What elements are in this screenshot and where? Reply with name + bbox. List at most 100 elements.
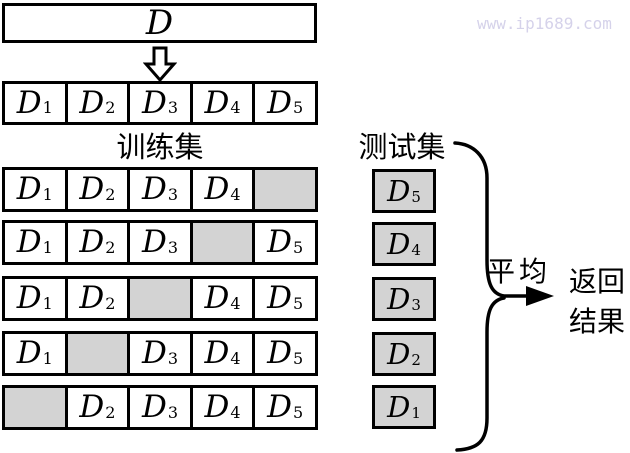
- cell-label: D: [387, 389, 411, 424]
- cell-label: D: [267, 224, 292, 260]
- cell-subscript: 3: [167, 185, 178, 204]
- cell-subscript: 3: [167, 238, 178, 257]
- return-result-line2: 结果: [568, 305, 625, 338]
- cell-subscript: 1: [42, 185, 53, 204]
- cell-subscript: 5: [293, 294, 304, 313]
- cell-label: D: [16, 171, 42, 207]
- held-out-cell: [127, 279, 190, 318]
- cell-subscript: 4: [230, 185, 241, 204]
- cell-label: D: [79, 171, 105, 207]
- cell-label: D: [204, 335, 230, 371]
- split-arrow-icon: [142, 46, 178, 87]
- watermark-text: www.ip1689.com: [477, 14, 612, 33]
- return-result-label: 返回 结果: [561, 262, 630, 342]
- cell-subscript: 4: [230, 98, 241, 117]
- cell-label: D: [141, 171, 167, 207]
- cell-label: D: [267, 280, 292, 316]
- cell-subscript: 5: [293, 349, 304, 368]
- cell-subscript: 1: [42, 349, 53, 368]
- train-set-label: 训练集: [116, 130, 204, 164]
- cell-label: D: [141, 224, 167, 260]
- held-out-cell: [5, 388, 65, 427]
- cell-subscript: 2: [105, 98, 116, 117]
- cell-subscript: 3: [167, 98, 178, 117]
- cell-label: D: [16, 335, 42, 371]
- cell-label: D: [387, 336, 411, 371]
- cell-label: D: [16, 224, 42, 260]
- cell-label: D: [79, 280, 105, 316]
- cell-subscript: 4: [411, 241, 421, 259]
- cell-subscript: 1: [42, 238, 53, 257]
- cell-label: D: [387, 226, 411, 261]
- cell-subscript: 3: [167, 349, 178, 368]
- cell-subscript: 1: [42, 98, 53, 117]
- cell-label: D: [79, 224, 105, 260]
- cell-subscript: 2: [105, 238, 116, 257]
- return-result-line1: 返回: [568, 265, 625, 298]
- cell-subscript: 2: [105, 185, 116, 204]
- cell-label: D: [204, 280, 230, 316]
- held-out-cell: [252, 170, 315, 209]
- dataset-box: D: [2, 3, 317, 43]
- cell-label: D: [267, 335, 292, 371]
- cell-subscript: 2: [411, 351, 421, 369]
- cell-subscript: 5: [293, 403, 304, 422]
- dataset-label: D: [145, 3, 174, 43]
- cell-subscript: 4: [230, 294, 241, 313]
- cell-label: D: [267, 389, 292, 425]
- test-set-label: 测试集: [358, 130, 446, 164]
- cell-label: D: [141, 84, 167, 121]
- cell-label: D: [141, 389, 167, 425]
- cell-label: D: [16, 280, 42, 316]
- cell-subscript: 4: [230, 403, 241, 422]
- cell-subscript: 1: [411, 404, 421, 422]
- cell-label: D: [204, 171, 230, 207]
- cell-label: D: [79, 389, 105, 425]
- cell-subscript: 5: [411, 188, 421, 206]
- cell-label: D: [204, 389, 230, 425]
- held-out-cell: [189, 223, 253, 262]
- cell-subscript: 4: [230, 349, 241, 368]
- cell-label: D: [79, 84, 105, 121]
- cell-label: D: [387, 173, 411, 208]
- cell-label: D: [16, 84, 42, 121]
- cell-label: D: [204, 84, 230, 121]
- cell-subscript: 2: [105, 403, 116, 422]
- cell-label: D: [141, 335, 167, 371]
- cell-subscript: 5: [293, 98, 304, 117]
- cell-subscript: 3: [167, 403, 178, 422]
- cell-subscript: 1: [42, 294, 53, 313]
